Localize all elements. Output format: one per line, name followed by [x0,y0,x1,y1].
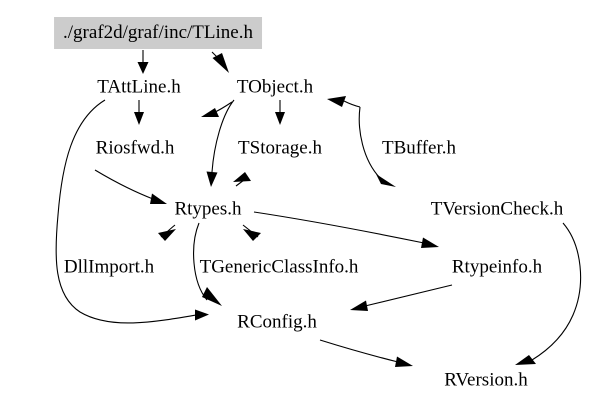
edge-riosfwd-rtypes [94,169,167,204]
edge-tobject-rtypes [206,99,235,187]
node-tline[interactable]: ./graf2d/graf/inc/TLine.h [54,17,262,49]
node-tattline[interactable]: TAttLine.h [97,76,181,98]
edge-rtypes-tstorage [233,172,251,187]
edge-rtypes-rtypeinfo [253,211,439,248]
node-riosfwd[interactable]: Riosfwd.h [95,137,175,159]
node-tbuffer[interactable]: TBuffer.h [381,137,457,159]
edge-tattline-riosfwd [134,100,144,125]
edge-rtypes-dllimport [158,224,176,241]
node-tgenericclassinfo[interactable]: TGenericClassInfo.h [199,256,359,278]
edge-tobject-tstorage [275,100,285,125]
edge-rtypeinfo-rconfig [350,284,453,311]
edge-tbuffer-tobject [327,96,361,108]
node-rtypeinfo[interactable]: Rtypeinfo.h [451,256,543,278]
node-tstorage[interactable]: TStorage.h [238,137,322,159]
edge-tversioncheck-rversion [515,222,582,365]
node-tobject[interactable]: TObject.h [236,76,314,98]
node-tversioncheck[interactable]: TVersionCheck.h [430,198,564,220]
node-rconfig[interactable]: RConfig.h [237,311,317,333]
edge-rconfig-rversion [319,339,413,367]
edge-rtypes-tgenericclassinfo [242,224,261,241]
edge-tline-tattline [137,50,149,74]
edge-tline-tobject [211,51,229,73]
edge-tobject-tattline [201,101,233,117]
node-dllimport[interactable]: DllImport.h [63,256,155,278]
node-rversion[interactable]: RVersion.h [444,369,528,391]
node-rtypes[interactable]: Rtypes.h [174,198,242,220]
